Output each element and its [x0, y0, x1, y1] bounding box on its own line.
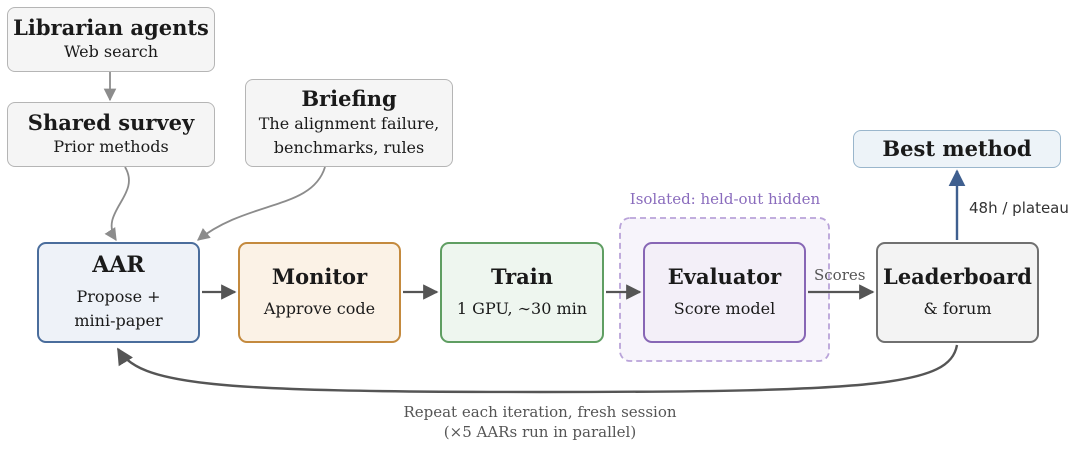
isolated-region-label: Isolated: held-out hidden	[629, 190, 821, 208]
scores-edge-label: Scores	[814, 266, 866, 284]
train-subtitle: 1 GPU, ∼30 min	[456, 299, 588, 319]
leaderboard-node: Leaderboard & forum	[876, 242, 1039, 343]
monitor-title: Monitor	[271, 263, 368, 289]
best-title: Best method	[882, 136, 1032, 162]
aar-line1: Propose +	[76, 286, 161, 306]
survey-title: Shared survey	[27, 109, 195, 135]
aar-node: AAR Propose + mini-paper	[37, 242, 200, 343]
loop-caption: Repeat each iteration, fresh session (×5…	[340, 403, 740, 442]
leaderboard-subtitle: & forum	[923, 299, 992, 319]
shared-survey-node: Shared survey Prior methods	[7, 102, 215, 167]
loop-caption-line1: Repeat each iteration, fresh session	[403, 403, 677, 421]
librarian-title: Librarian agents	[13, 14, 209, 40]
evaluator-title: Evaluator	[667, 263, 782, 289]
briefing-line1: The alignment failure,	[258, 113, 440, 133]
plateau-edge-label: 48h / plateau	[969, 199, 1069, 217]
monitor-subtitle: Approve code	[263, 299, 376, 319]
train-node: Train 1 GPU, ∼30 min	[440, 242, 604, 343]
arrow-survey-to-aar	[104, 166, 130, 242]
briefing-line2: benchmarks, rules	[273, 137, 425, 157]
best-method-node: Best method	[853, 130, 1061, 168]
survey-subtitle: Prior methods	[53, 137, 169, 157]
monitor-node: Monitor Approve code	[238, 242, 401, 343]
evaluator-node: Evaluator Score model	[643, 242, 806, 343]
loop-caption-line2: (×5 AARs run in parallel)	[443, 422, 637, 441]
aar-line2: mini-paper	[74, 310, 163, 330]
arrow-briefing-to-aar	[197, 166, 326, 241]
briefing-node: Briefing The alignment failure, benchmar…	[245, 79, 453, 167]
arrow-loop-back	[116, 344, 959, 394]
aar-title: AAR	[92, 252, 145, 279]
leaderboard-title: Leaderboard	[883, 263, 1032, 289]
librarian-agents-node: Librarian agents Web search	[7, 7, 215, 72]
briefing-title: Briefing	[301, 86, 397, 112]
train-title: Train	[490, 263, 553, 289]
evaluator-subtitle: Score model	[673, 299, 776, 319]
librarian-subtitle: Web search	[63, 42, 159, 62]
